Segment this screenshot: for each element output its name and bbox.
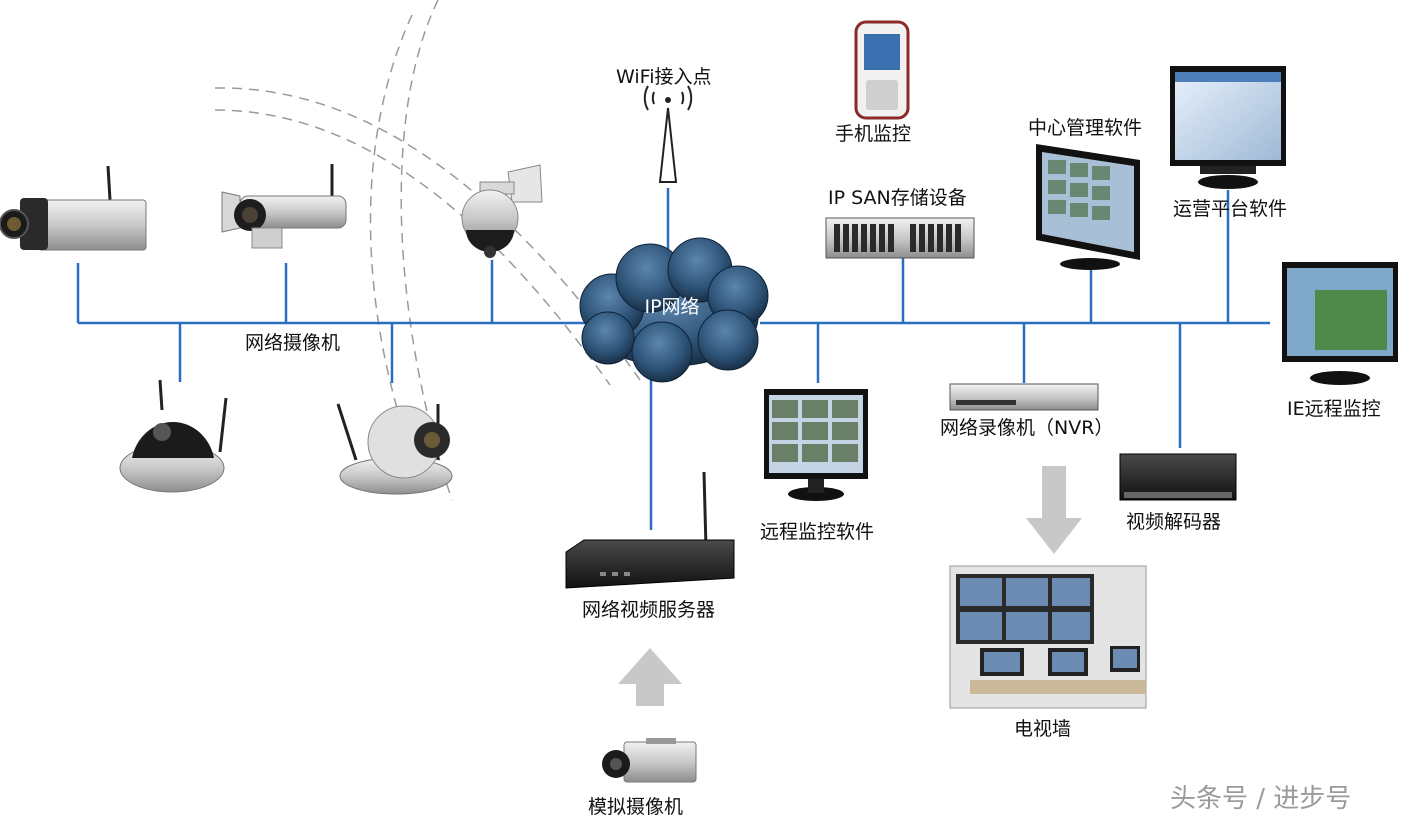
network-bus-lines (76, 188, 1270, 530)
label-wifi-access-point: WiFi接入点 (616, 66, 712, 88)
network-video-server-icon (565, 471, 735, 589)
wireless-pt-camera-icon (336, 403, 453, 495)
label-video-decoder: 视频解码器 (1126, 511, 1222, 533)
analog-camera-icon (602, 738, 697, 783)
label-tv-wall: 电视墙 (1014, 718, 1072, 740)
wifi-access-point-icon (643, 85, 693, 183)
label-center-management-software: 中心管理软件 (1028, 117, 1143, 139)
operation-platform-monitor-icon (1170, 66, 1286, 189)
watermark-text: 头条号 / 进步号 (1170, 784, 1352, 814)
arrow-up-from-analog-icon (618, 648, 682, 706)
ie-remote-monitor-icon (1282, 262, 1398, 385)
ip-san-storage-icon (825, 217, 975, 259)
tv-wall-icon (949, 565, 1147, 709)
label-ip-san-storage: IP SAN存储设备 (828, 187, 967, 209)
label-ie-remote-monitoring: IE远程监控 (1287, 398, 1381, 420)
center-management-monitor-icon (1036, 144, 1140, 270)
mobile-phone-icon (854, 20, 910, 120)
ip-network-cloud: IP网络 (579, 237, 769, 383)
remote-monitor-software-icon (764, 389, 868, 501)
label-mobile-monitoring: 手机监控 (835, 123, 912, 145)
label-network-camera: 网络摄像机 (245, 332, 341, 354)
label-operation-platform-software: 运营平台软件 (1173, 198, 1288, 220)
dome-camera-icon (119, 379, 228, 493)
bullet-camera-icon (221, 164, 347, 249)
video-decoder-icon (1119, 453, 1237, 501)
nvr-device-icon (949, 383, 1099, 411)
cloud-label: IP网络 (644, 296, 699, 318)
label-network-video-server: 网络视频服务器 (582, 599, 716, 621)
arrow-down-to-tv-wall-icon (1026, 466, 1082, 554)
box-camera-icon (0, 165, 147, 251)
ptz-dome-camera-icon (461, 164, 543, 258)
label-analog-camera: 模拟摄像机 (588, 796, 684, 818)
label-nvr: 网络录像机（NVR） (940, 417, 1114, 439)
label-remote-monitoring-software: 远程监控软件 (760, 521, 875, 543)
